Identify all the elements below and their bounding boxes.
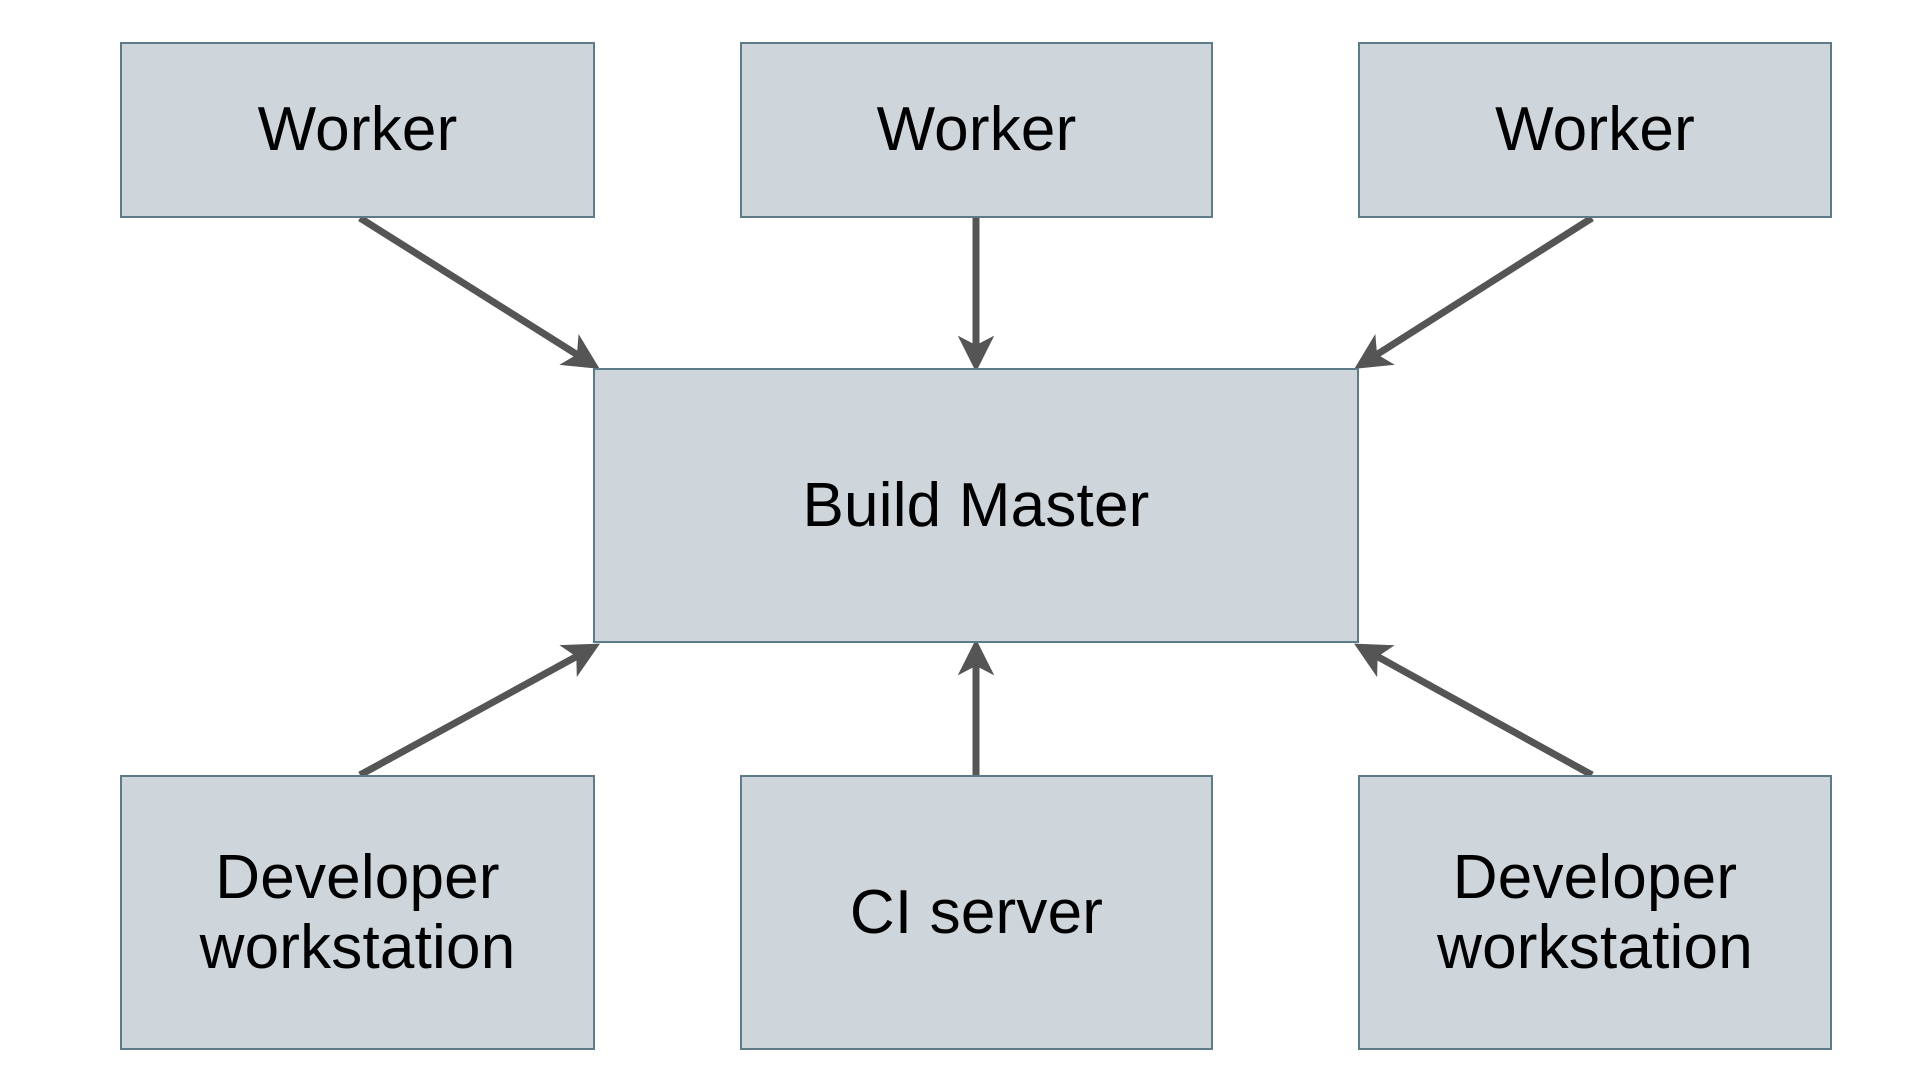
node-worker-1-label: Worker [257,95,458,165]
node-ci-server[interactable]: CI server [740,775,1213,1050]
edge-dev-workstation-2-to-build-master [1354,643,1594,779]
node-worker-1[interactable]: Worker [120,42,595,218]
edge-dev-workstation-1-to-build-master [358,643,600,779]
edge-worker-3-to-build-master [1354,215,1594,369]
node-worker-3[interactable]: Worker [1358,42,1832,218]
node-worker-3-label: Worker [1495,95,1695,165]
node-build-master-label: Build Master [802,470,1150,540]
node-worker-2[interactable]: Worker [740,42,1213,218]
node-build-master[interactable]: Build Master [593,368,1359,643]
node-developer-workstation-1-label: Developer workstation [199,843,516,982]
node-worker-2-label: Worker [876,95,1077,165]
node-developer-workstation-2-label: Developer workstation [1437,843,1753,982]
edge-worker-1-to-build-master [358,215,600,369]
node-developer-workstation-2[interactable]: Developer workstation [1358,775,1832,1050]
node-developer-workstation-1[interactable]: Developer workstation [120,775,595,1050]
node-ci-server-label: CI server [849,877,1104,947]
